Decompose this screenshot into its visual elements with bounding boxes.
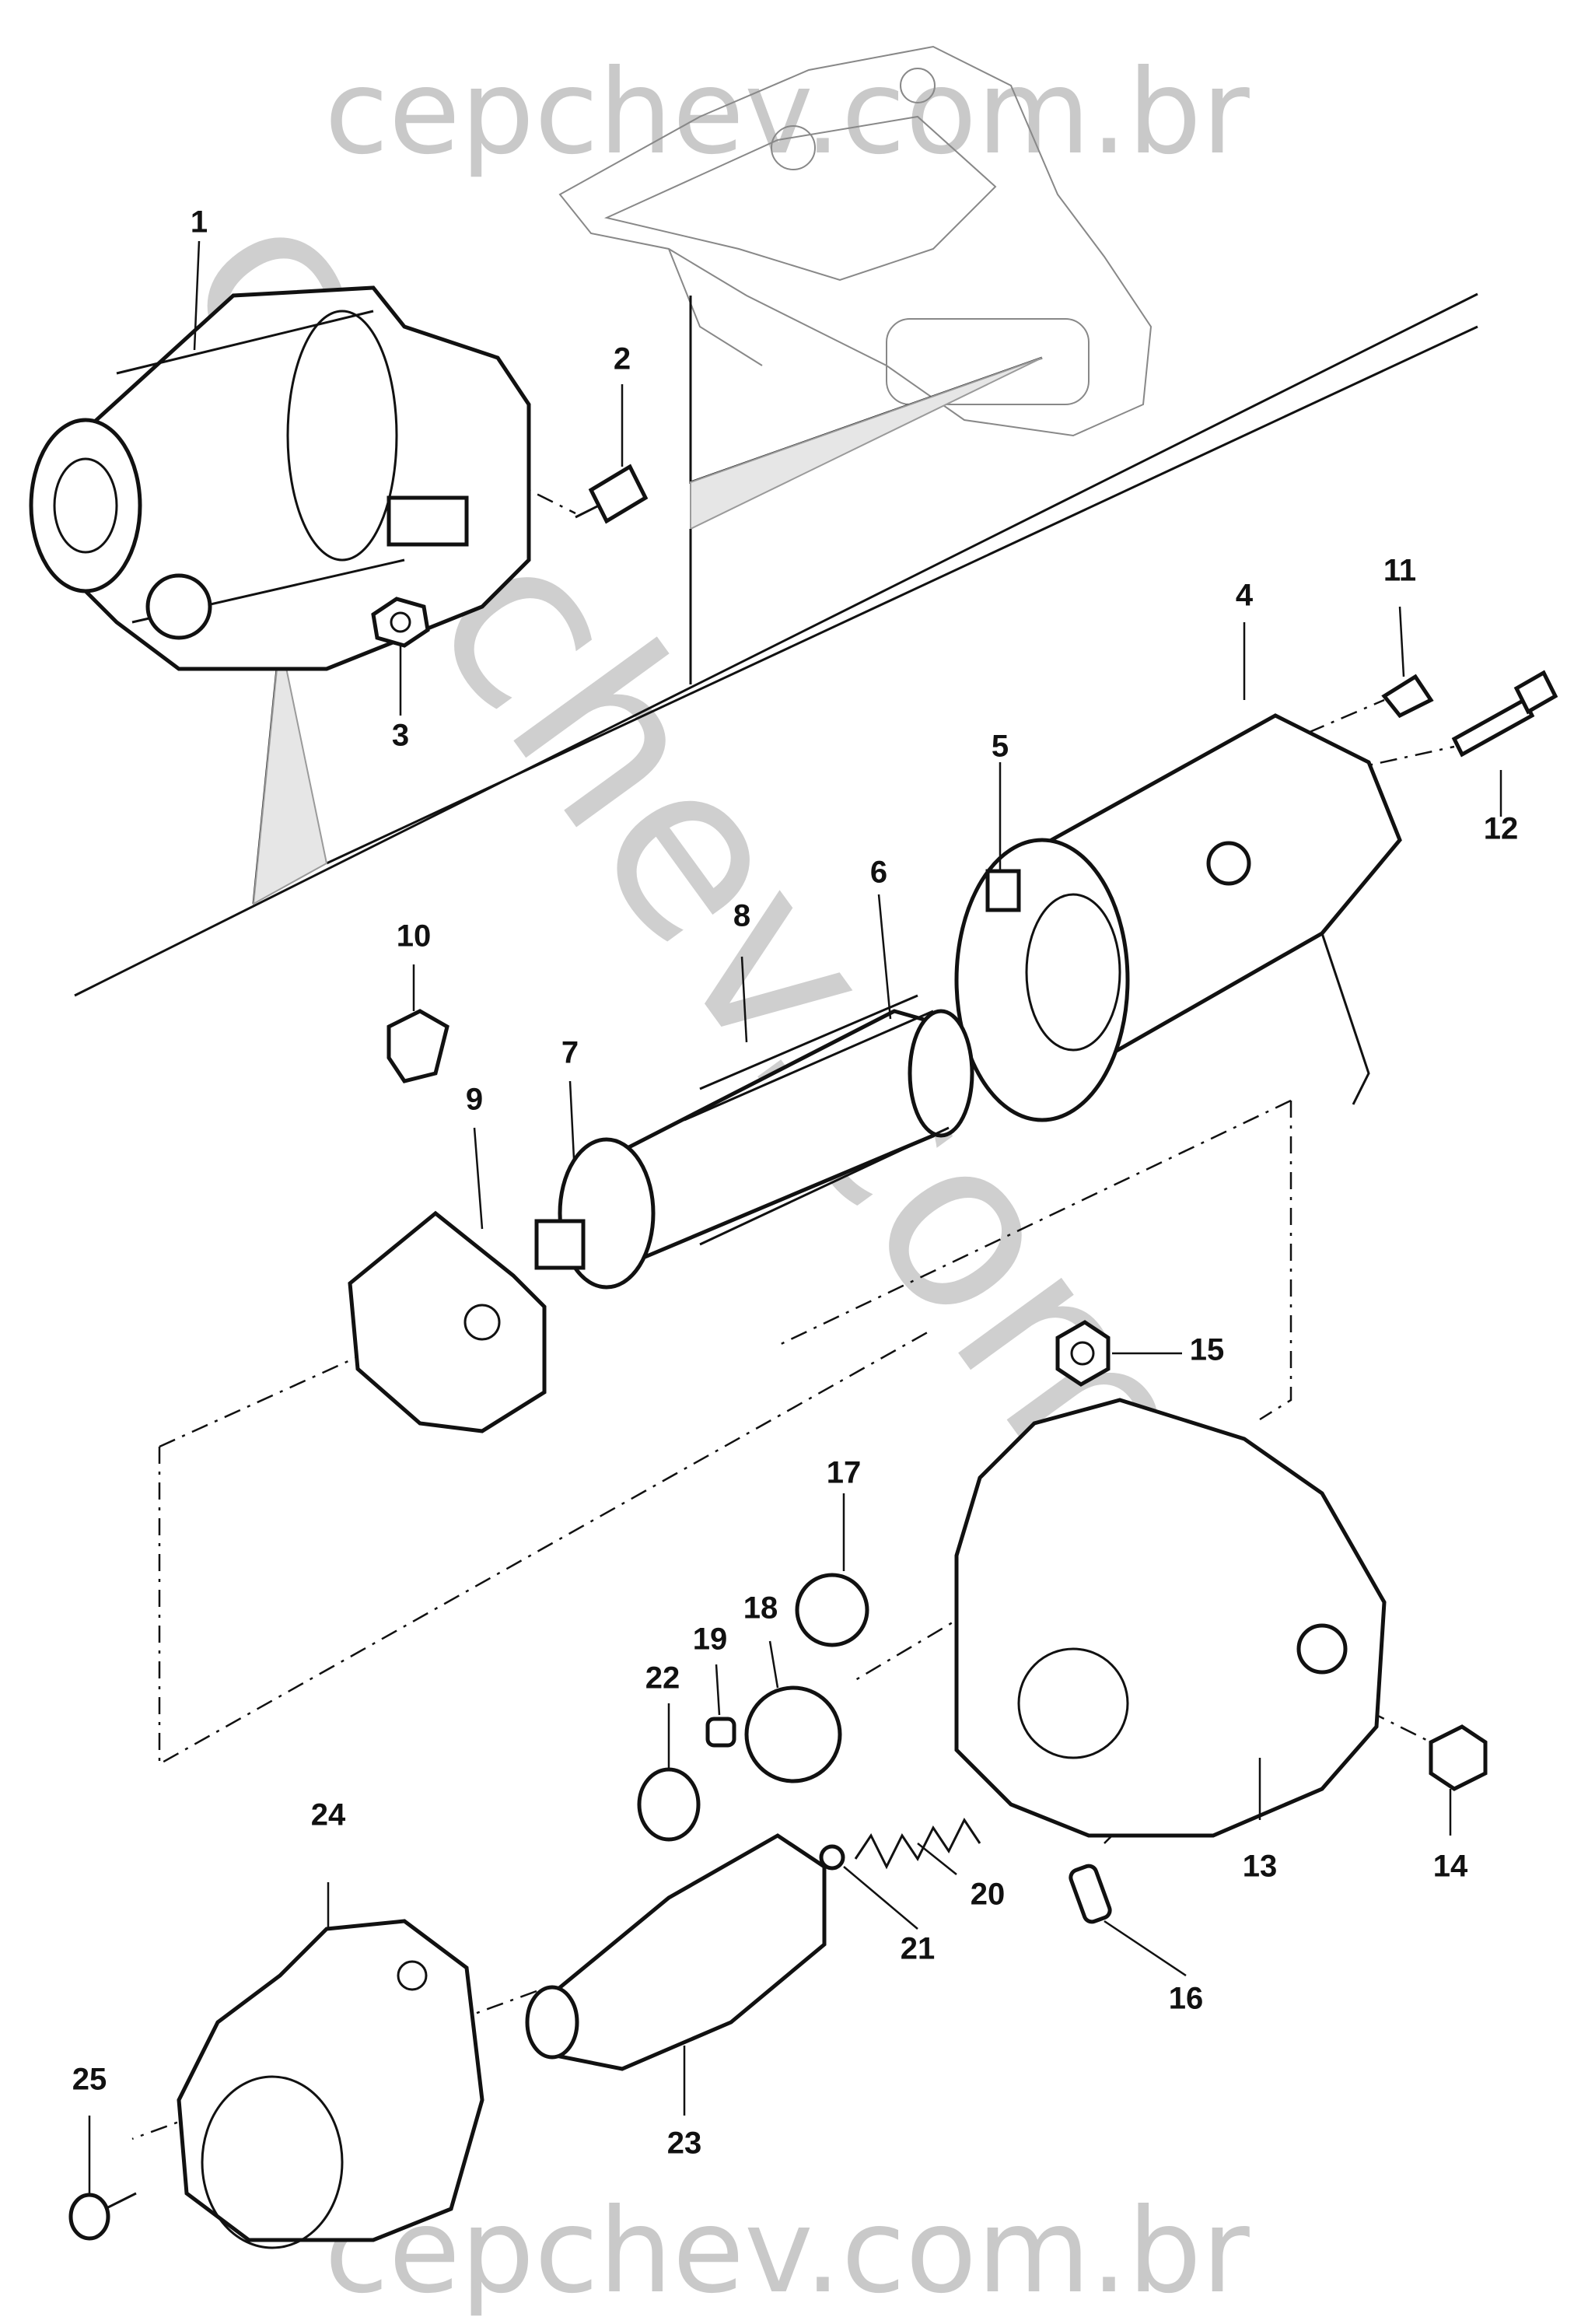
part-9-brush-holder — [348, 1210, 547, 1433]
part-23-pinion-clutch — [525, 1833, 827, 2071]
part-15-nut — [1055, 1320, 1111, 1387]
callout-2: 2 — [613, 341, 631, 376]
part-3-nut — [371, 597, 430, 648]
callout-7: 7 — [561, 1035, 579, 1070]
callout-21: 21 — [900, 1931, 936, 1966]
callout-23: 23 — [666, 2126, 702, 2161]
callout-15: 15 — [1189, 1332, 1225, 1367]
callout-17: 17 — [826, 1455, 862, 1490]
part-6-armature — [589, 1009, 974, 1262]
callout-9: 9 — [465, 1082, 484, 1117]
part-18-gear — [744, 1685, 842, 1783]
part-4-field-frame — [954, 713, 1402, 1122]
part-14-nut — [1429, 1724, 1488, 1791]
part-11-screw — [1381, 674, 1434, 719]
callout-1: 1 — [190, 205, 208, 240]
part-16-pin — [1069, 1864, 1112, 1924]
watermark-top: cepchev.com.br — [324, 45, 1250, 180]
guide-lines — [74, 292, 1478, 997]
callout-5: 5 — [991, 729, 1009, 764]
part-7-commutator — [534, 1137, 656, 1290]
part-10-clip — [387, 1009, 449, 1083]
part-21-ball — [819, 1844, 845, 1871]
part-8-winding — [699, 994, 918, 1090]
callout-20: 20 — [970, 1877, 1006, 1912]
engine-location-sketch — [558, 45, 1153, 437]
callout-14: 14 — [1432, 1849, 1468, 1884]
callout-24: 24 — [310, 1797, 346, 1832]
callout-10: 10 — [396, 919, 432, 954]
leader-lines — [88, 240, 1502, 2193]
part-20-spring — [854, 1818, 981, 1870]
callout-19: 19 — [692, 1622, 728, 1657]
part-22-collar — [637, 1767, 701, 1842]
callout-22: 22 — [645, 1661, 680, 1696]
part-12-through-bolt — [1451, 670, 1558, 758]
part-2-bolt — [575, 464, 649, 524]
part-1-starter-motor — [29, 285, 531, 671]
callout-3: 3 — [391, 718, 410, 753]
callout-13: 13 — [1242, 1849, 1278, 1884]
part-25-screw — [68, 2192, 137, 2241]
part-24-end-frame — [177, 1919, 484, 2249]
callout-6: 6 — [869, 855, 888, 890]
callout-11: 11 — [1383, 553, 1417, 588]
watermark-bottom: cepchev.com.br — [324, 2184, 1250, 2319]
callout-4: 4 — [1235, 578, 1254, 613]
callout-16: 16 — [1168, 1981, 1204, 2016]
callout-18: 18 — [743, 1591, 778, 1626]
callout-8: 8 — [733, 898, 751, 933]
callout-25: 25 — [72, 2062, 107, 2097]
part-13-drive-housing — [954, 1398, 1387, 1838]
part-17-gear — [795, 1573, 869, 1647]
part-5-brush — [985, 869, 1021, 912]
callout-12: 12 — [1483, 811, 1519, 846]
part-19-roller — [705, 1717, 736, 1748]
